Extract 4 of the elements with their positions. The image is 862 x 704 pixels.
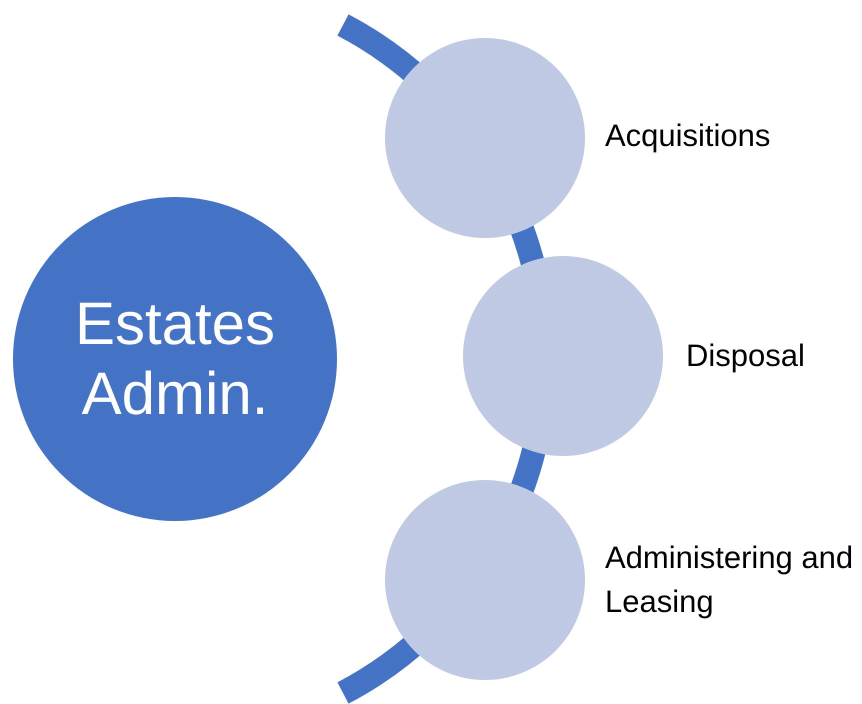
step-label: Administering and Leasing <box>605 539 854 621</box>
step-label: Acquisitions <box>605 117 772 155</box>
step-label: Disposal <box>686 337 806 375</box>
circle-title: Estates Admin. <box>74 289 276 429</box>
